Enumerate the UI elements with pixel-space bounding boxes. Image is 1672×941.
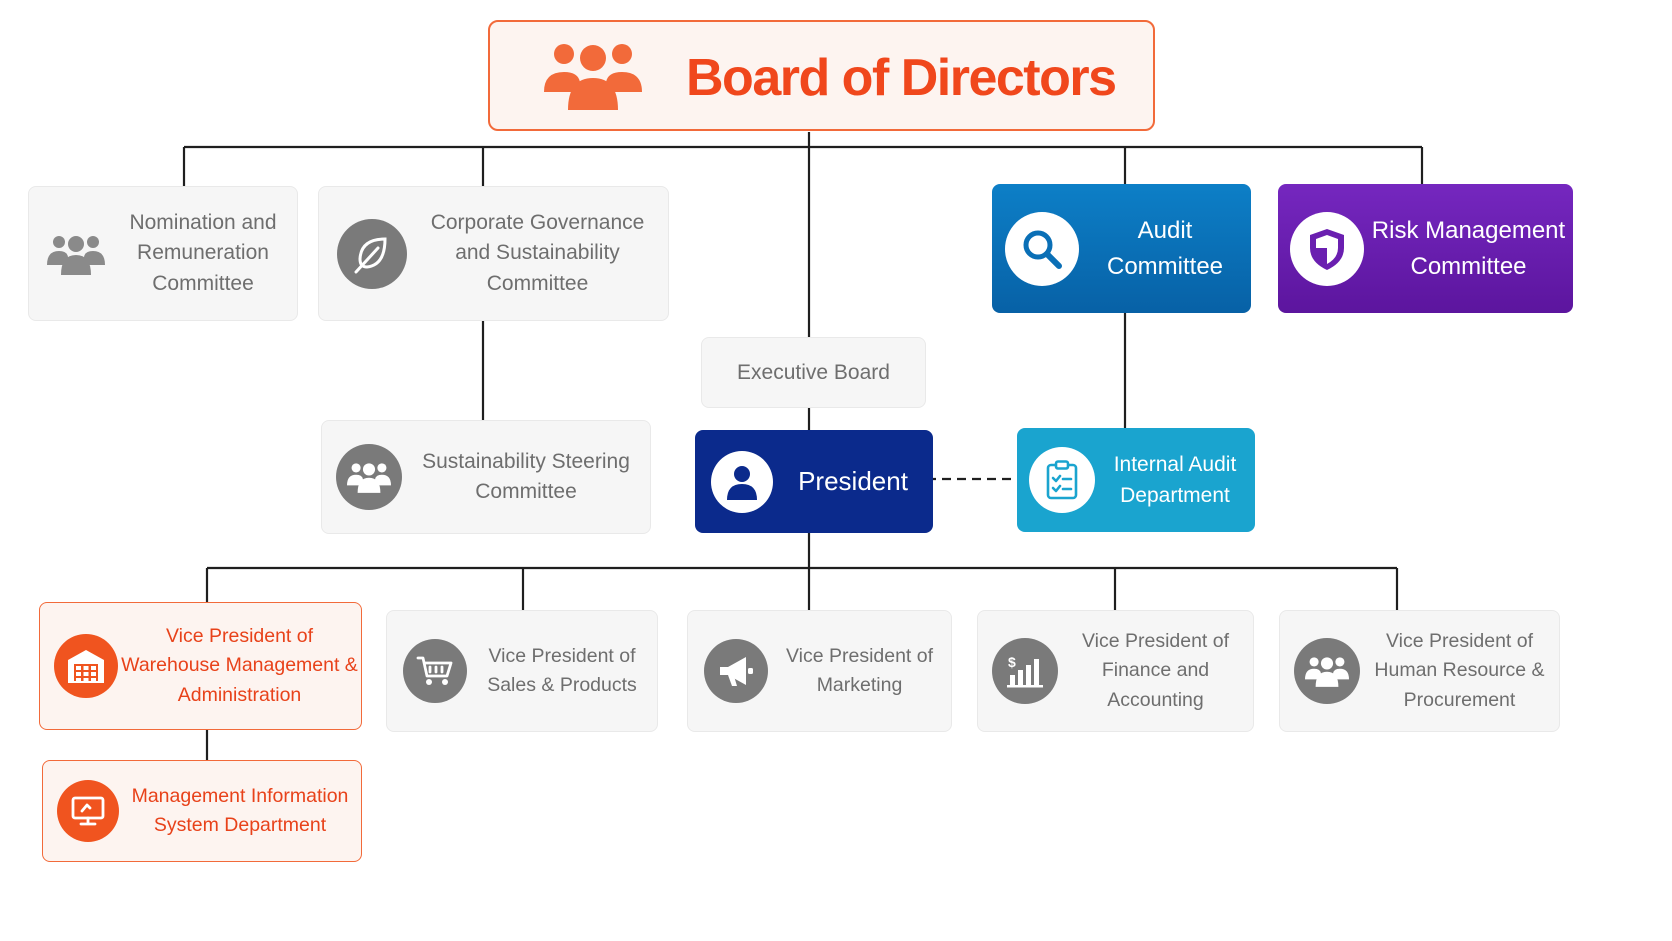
person-icon [711,450,773,513]
sustainability-steering-committee[interactable]: Sustainability Steering Committee [321,420,651,534]
risk-management-committee[interactable]: Risk Management Committee [1278,184,1573,313]
president-label: President [798,465,908,496]
vp-human-resource-procurement[interactable]: Vice President of Human Resource & Procu… [1279,610,1560,732]
group-icon [1294,638,1360,704]
marketing-label: Vice President of Marketing [785,644,934,696]
megaphone-icon [704,639,768,703]
board-of-directors-box[interactable]: Board of Directors [488,20,1155,131]
vp-finance-accounting[interactable]: $ Vice President of Finance and Accounti… [977,610,1254,732]
corporate-governance-committee[interactable]: Corporate Governance and Sustainability … [318,186,669,321]
vp-sales-products[interactable]: Vice President of Sales & Products [386,610,658,732]
management-information-system-department[interactable]: Management Information System Department [42,760,362,862]
search-icon [1005,211,1079,286]
governance-label: Corporate Governance and Sustainability … [430,210,645,295]
clipboard-check-icon [1029,447,1095,513]
leaf-icon [337,218,407,289]
svg-text:$: $ [1008,654,1016,670]
shield-icon [1290,211,1364,286]
audit-label: Audit Committee [1106,216,1224,280]
group-icon [336,444,402,510]
cart-icon [403,639,467,703]
nomination-remuneration-committee[interactable]: Nomination and Remuneration Committee [28,186,298,321]
monitor-icon [57,780,119,842]
group-icon [43,221,109,287]
executive-board-label: Executive Board [737,360,890,384]
vp-warehouse-management[interactable]: Vice President of Warehouse Management &… [39,602,362,730]
president-box[interactable]: President [695,430,933,533]
internal-audit-label: Internal Audit Department [1113,452,1237,508]
internal-audit-department[interactable]: Internal Audit Department [1017,428,1255,532]
finance-label: Vice President of Finance and Accounting [1081,630,1230,711]
chart-dollar-icon: $ [992,638,1058,704]
executive-board[interactable]: Executive Board [701,337,926,408]
group-icon [542,40,644,117]
hr-label: Vice President of Human Resource & Procu… [1374,630,1545,711]
vp-marketing[interactable]: Vice President of Marketing [687,610,952,732]
audit-committee[interactable]: Audit Committee [992,184,1251,313]
nomination-label: Nomination and Remuneration Committee [129,210,277,295]
warehouse-label: Vice President of Warehouse Management &… [121,625,358,706]
warehouse-icon [54,634,118,698]
mis-label: Management Information System Department [131,784,349,836]
sales-label: Vice President of Sales & Products [487,644,637,696]
steering-label: Sustainability Steering Committee [422,449,630,503]
board-title: Board of Directors [686,49,1117,107]
risk-label: Risk Management Committee [1371,216,1566,280]
